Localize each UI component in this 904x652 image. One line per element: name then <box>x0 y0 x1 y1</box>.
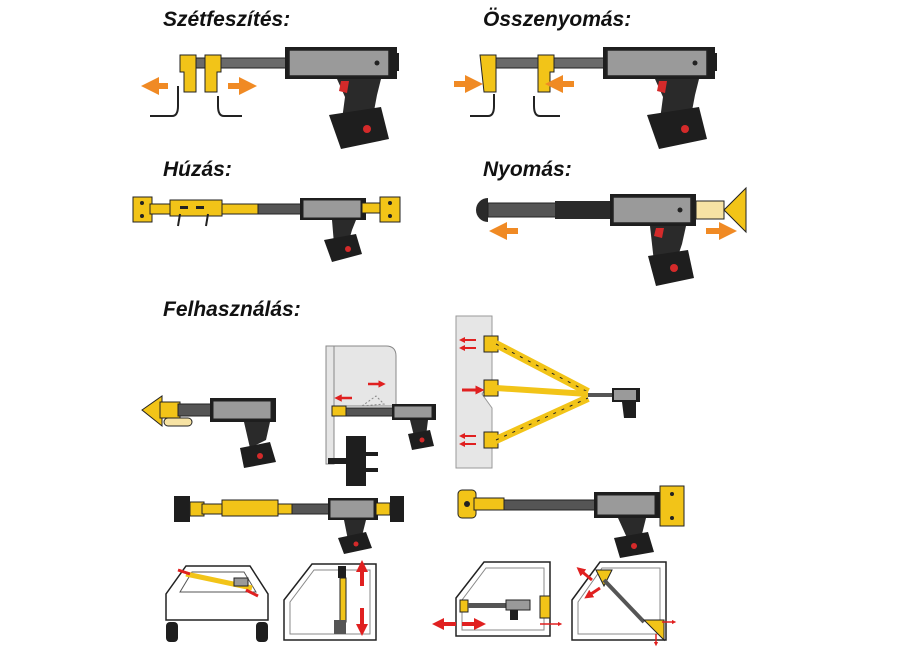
pulling-tool-illustration <box>132 196 401 262</box>
spreading-tool-illustration <box>141 46 400 150</box>
pushing-tool-illustration <box>476 186 747 286</box>
pulling-heading: Húzás: <box>163 158 232 181</box>
usage-heading: Felhasználás: <box>163 298 301 321</box>
compression-tool-illustration <box>454 46 718 150</box>
pushing-heading: Nyomás: <box>483 158 572 181</box>
compression-heading: Összenyomás: <box>483 8 632 31</box>
usage-examples-illustration <box>141 315 685 647</box>
spreading-heading: Szétfeszítés: <box>163 8 291 31</box>
